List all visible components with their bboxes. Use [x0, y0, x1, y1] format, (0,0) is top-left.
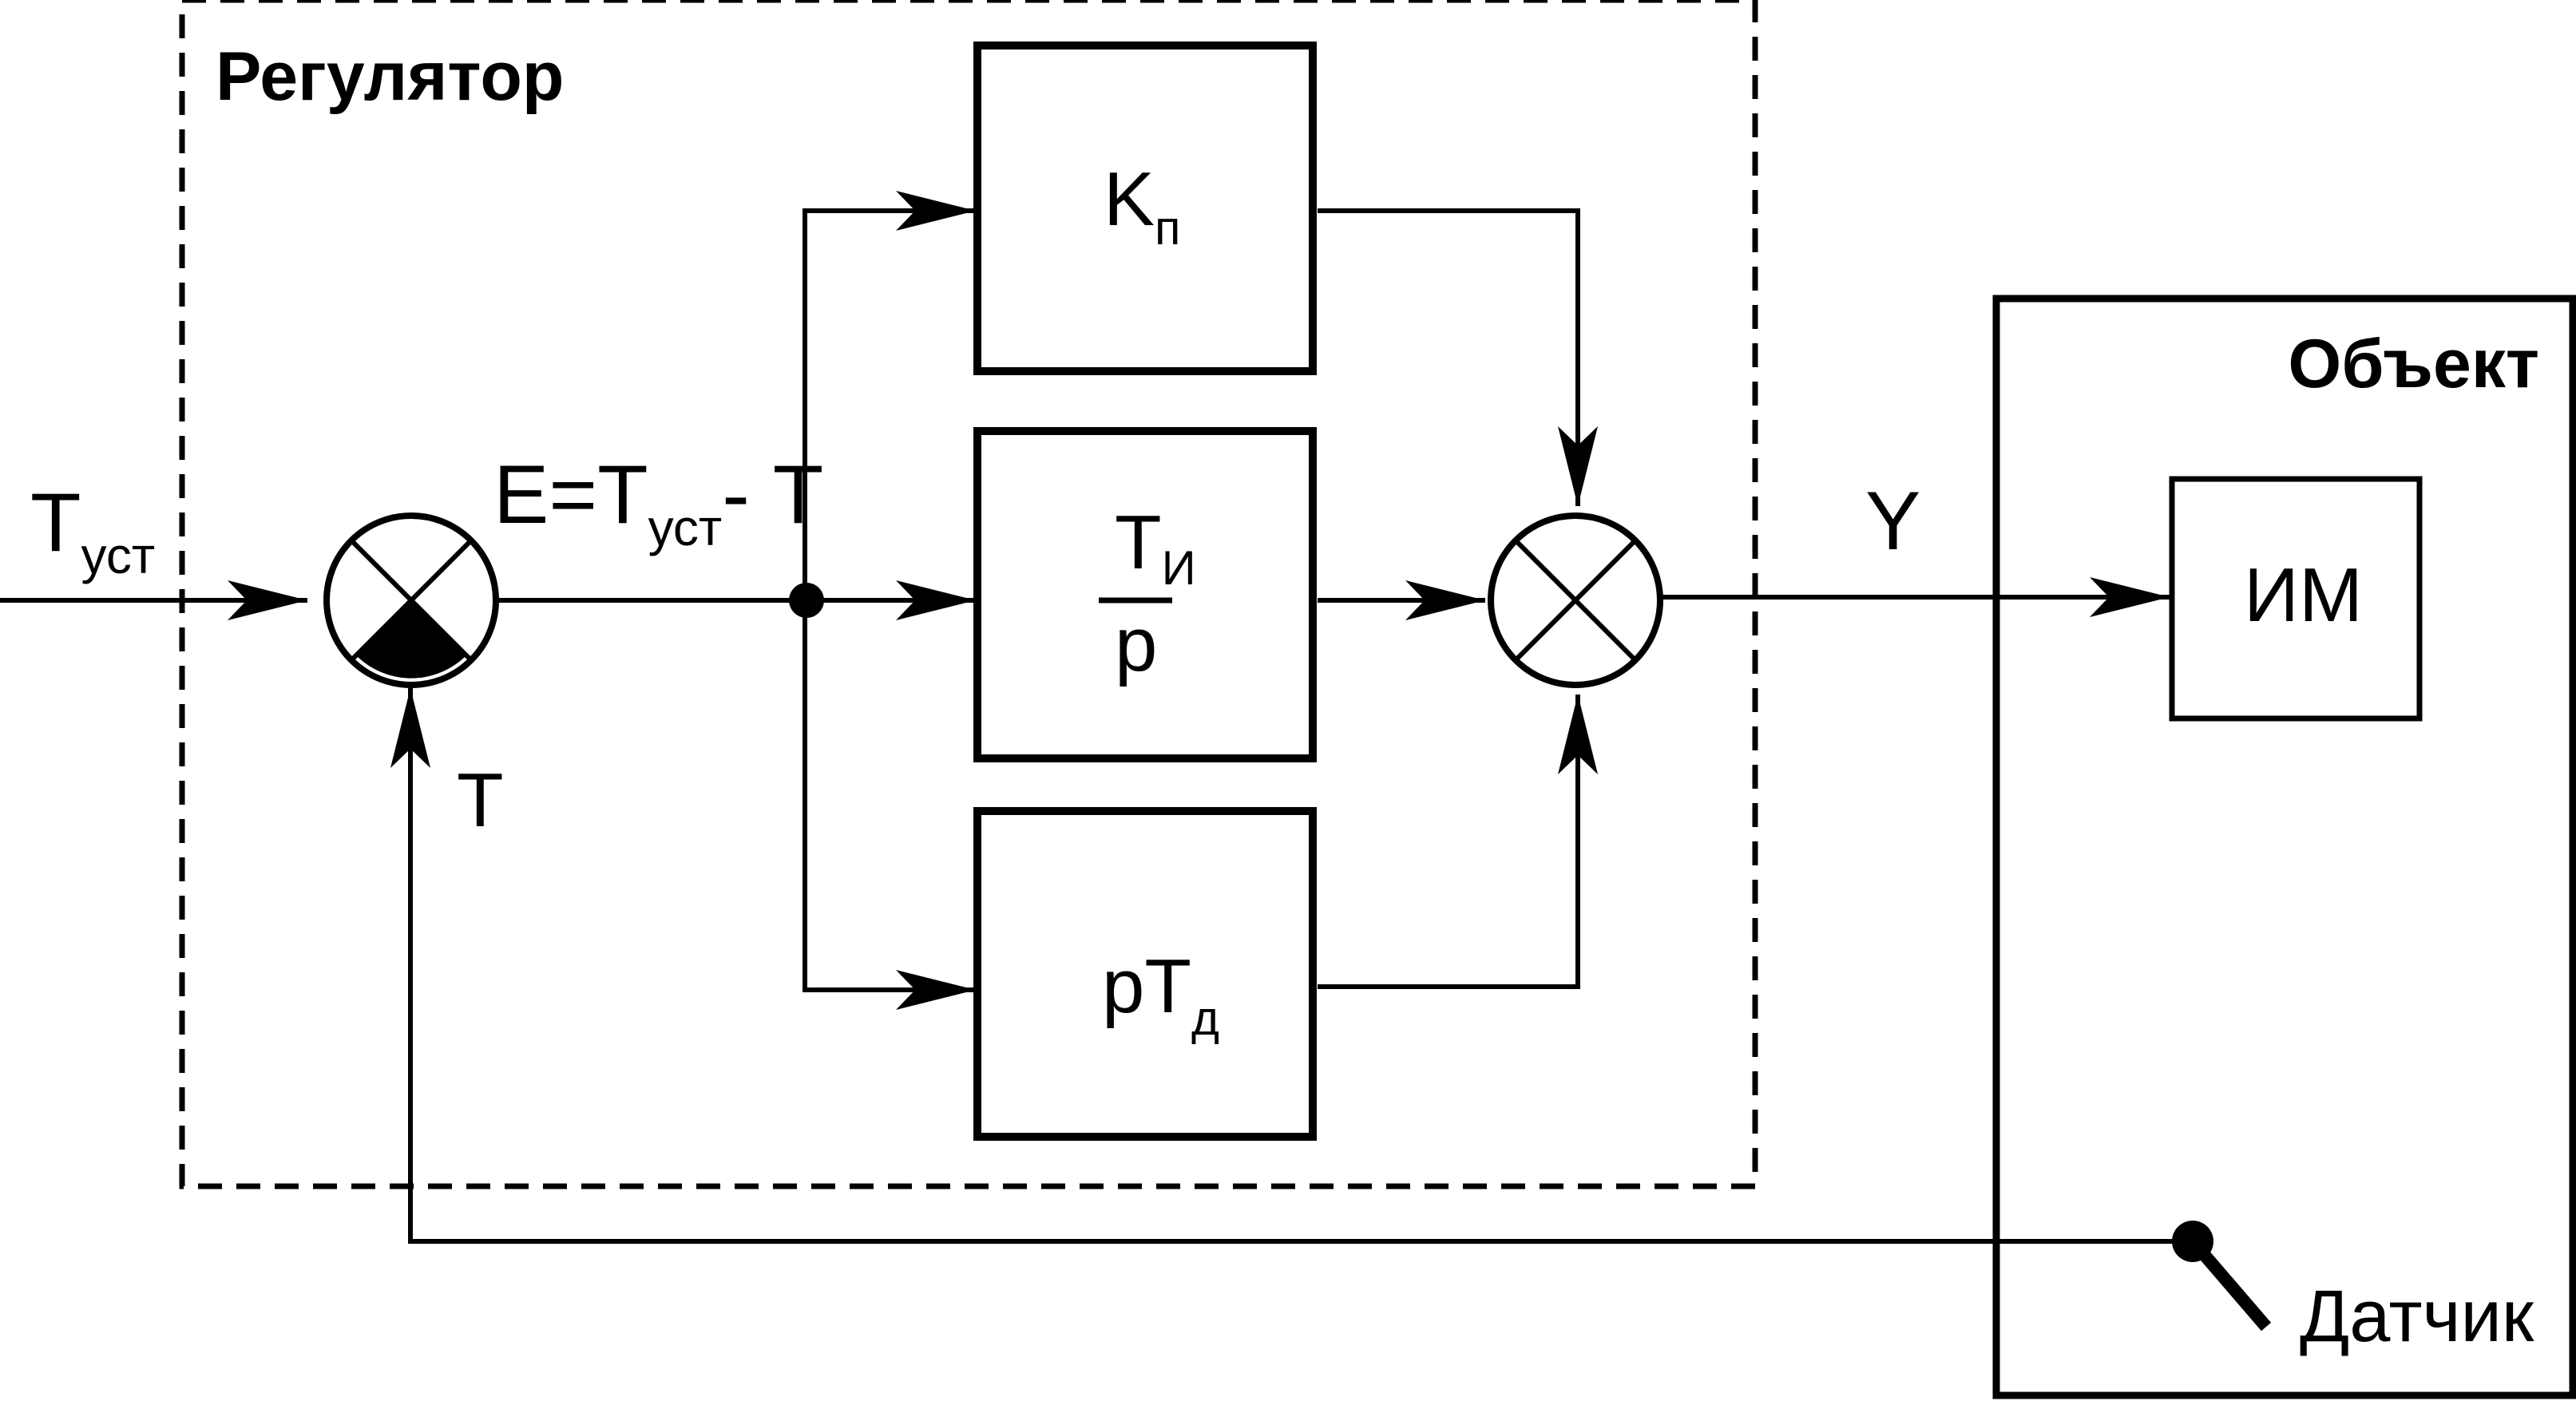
error-label: E=Tуст- T: [493, 449, 823, 556]
sensor: [2172, 1221, 2272, 1332]
kp-label: Kп: [1104, 156, 1181, 255]
im-label: ИМ: [2244, 552, 2363, 638]
setpoint-label: Tуст: [30, 477, 155, 584]
sensor-probe: [2187, 1237, 2272, 1332]
im-block: [2169, 476, 2423, 722]
ti-numerator-main: T: [1115, 500, 1162, 585]
output-label: Y: [1865, 475, 1920, 568]
kp-output-line: [1318, 208, 1598, 506]
error-label-suffix: - T: [722, 449, 823, 541]
summing-junction-negative-sector: [356, 600, 466, 679]
regulator-boundary: [179, 0, 1758, 1189]
ti-numerator: TИ: [1115, 500, 1196, 595]
output-summing-junction: [1488, 513, 1663, 688]
ti-numerator-sub: И: [1162, 541, 1196, 595]
td-label-sub: д: [1191, 991, 1219, 1045]
object-boundary: [1992, 295, 2576, 1399]
setpoint-label-sub: уст: [81, 527, 156, 584]
td-label-main: pT: [1102, 944, 1191, 1029]
td-output-line: [1318, 695, 1598, 989]
error-label-prefix: E=T: [493, 449, 648, 541]
regulator-title: Регулятор: [216, 38, 564, 115]
ti-denominator: p: [1115, 602, 1157, 687]
feedback-label: T: [457, 758, 504, 843]
ti-block: [973, 427, 1317, 762]
feedback-line: [390, 688, 2191, 1244]
kp-label-main: K: [1104, 156, 1155, 242]
kp-label-sub: п: [1155, 201, 1181, 255]
error-label-sub: уст: [648, 499, 723, 556]
kp-block: [973, 42, 1317, 375]
object-title: Объект: [2288, 326, 2539, 402]
td-label: pTд: [1102, 944, 1219, 1045]
input-summing-junction: [323, 513, 499, 688]
setpoint-label-main: T: [30, 477, 81, 569]
sensor-label: Датчик: [2300, 1276, 2534, 1357]
td-block: [973, 807, 1317, 1141]
